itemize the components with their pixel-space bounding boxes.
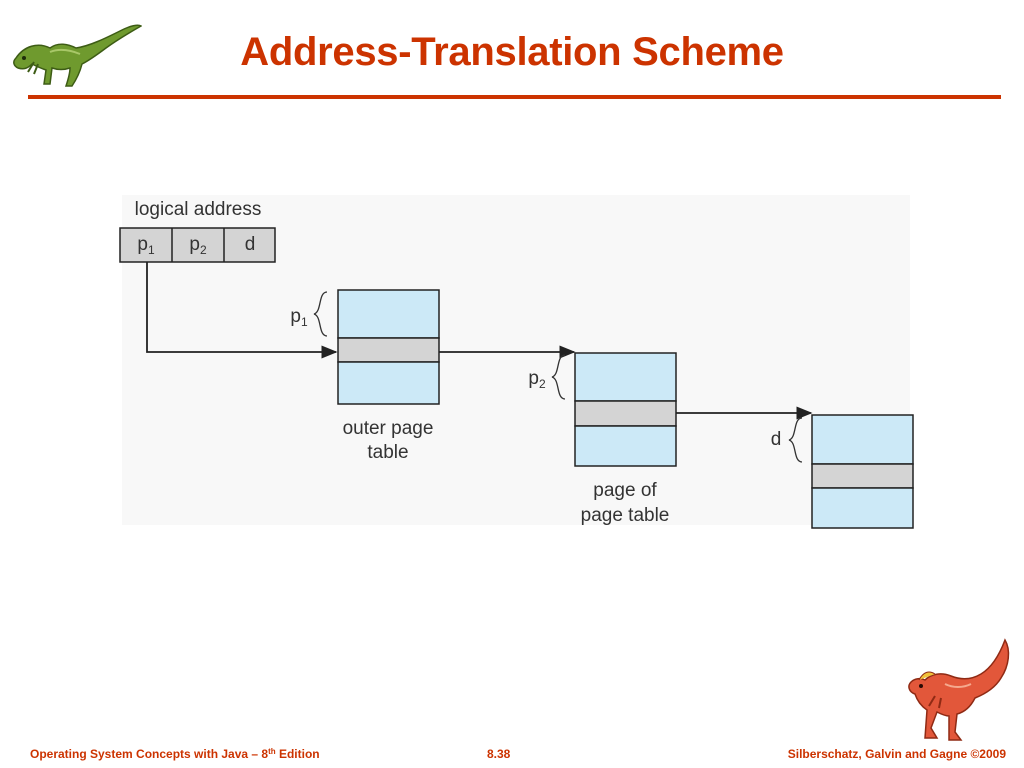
footer-page-number: 8.38 — [487, 747, 511, 761]
green-dinosaur-logo — [13, 24, 142, 87]
page-table-selected-entry — [574, 400, 677, 427]
footer-copyright: Silberschatz, Galvin and Gagne ©2009 — [787, 747, 1006, 761]
field-d: d — [245, 234, 256, 255]
logical-address-box — [119, 227, 276, 263]
page-of-page-table-label-line2: page table — [581, 505, 670, 526]
brace-d — [788, 417, 803, 463]
red-dinosaur-logo — [908, 638, 1010, 741]
index-label-p2: p2 — [528, 368, 546, 391]
memory-page-selected-word — [811, 463, 914, 489]
logical-address-fields: p1 p2 d — [119, 227, 276, 263]
memory-page — [811, 414, 914, 529]
field-p1: p1 — [137, 234, 155, 257]
brace-p2 — [551, 354, 566, 400]
footer-book-title: Operating System Concepts with Java – 8t… — [30, 747, 320, 761]
title-rule — [28, 95, 1001, 99]
outer-page-table — [337, 289, 440, 405]
arrow-p1-to-outer-table — [146, 262, 338, 359]
slide-title: Address-Translation Scheme — [240, 30, 784, 74]
logical-address-label: logical address — [135, 199, 262, 220]
page-of-page-table-label-line1: page of — [593, 480, 657, 501]
index-label-p1: p1 — [290, 306, 308, 329]
outer-page-table-label-line2: table — [367, 442, 408, 463]
field-p2: p2 — [189, 234, 207, 257]
index-label-d: d — [771, 429, 782, 450]
outer-page-table-label-line1: outer page — [343, 418, 434, 439]
outer-table-selected-entry — [337, 337, 440, 363]
page-of-page-table — [574, 352, 677, 467]
brace-p1 — [313, 291, 328, 337]
